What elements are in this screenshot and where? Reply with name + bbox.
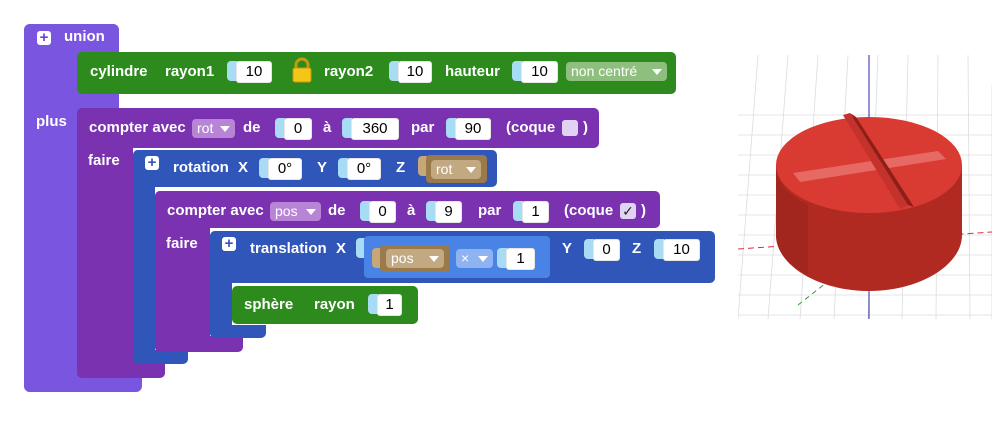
red-cylinder — [776, 113, 962, 291]
rotation-body — [133, 150, 155, 364]
rotation-x-label: X — [238, 159, 249, 176]
outer-coque-checkbox[interactable] — [562, 120, 578, 136]
rayon1-socket — [227, 61, 237, 81]
rayon1-input[interactable]: 10 — [236, 61, 272, 83]
lock-icon[interactable] — [291, 57, 313, 83]
inner-coque-label: (coque — [564, 202, 614, 219]
translation-z-label: Z — [632, 240, 642, 257]
checkbox-icon[interactable]: ✓ — [620, 203, 636, 219]
inner-par-input[interactable]: 1 — [522, 201, 549, 223]
rotation-y-socket — [338, 158, 348, 178]
inner-de-socket — [360, 201, 370, 221]
inner-loop-block[interactable] — [155, 191, 660, 228]
translation-x-socket — [356, 238, 366, 258]
inner-a-input[interactable]: 9 — [435, 201, 462, 223]
outer-par-socket — [446, 118, 456, 138]
rotation-z-socket — [418, 156, 428, 176]
hauteur-label: hauteur — [445, 63, 501, 80]
union-block-foot — [24, 378, 142, 392]
rayon1-label: rayon1 — [165, 63, 215, 80]
outer-loop-variable-dropdown[interactable]: rot — [192, 119, 235, 138]
inner-loop-variable-dropdown[interactable]: pos — [270, 202, 321, 221]
hauteur-input[interactable]: 10 — [521, 61, 558, 83]
outer-par-input[interactable]: 90 — [455, 118, 491, 140]
inner-de-label: de — [328, 202, 346, 219]
translation-y-socket — [584, 239, 594, 259]
rotation-x-socket — [259, 158, 269, 178]
outer-loop-body — [77, 108, 133, 378]
multiply-right-socket — [497, 248, 507, 268]
inner-a-socket — [426, 201, 436, 221]
outer-par-label: par — [411, 119, 435, 136]
sphere-rayon-socket — [368, 294, 378, 314]
translation-body — [210, 231, 232, 338]
plus-icon[interactable]: + — [145, 155, 159, 170]
outer-de-input[interactable]: 0 — [284, 118, 312, 140]
inner-loop-foot — [155, 336, 243, 352]
translation-z-socket — [654, 239, 664, 259]
union-label: union — [64, 28, 105, 45]
rotation-label: rotation — [173, 159, 229, 176]
sphere-label: sphère — [244, 296, 294, 313]
inner-faire-label: faire — [166, 235, 198, 252]
3d-scene — [738, 55, 992, 319]
outer-a-input[interactable]: 360 — [351, 118, 399, 140]
outer-de-socket — [275, 118, 285, 138]
inner-loop-body — [155, 191, 210, 352]
outer-coque-label: (coque — [506, 119, 556, 136]
translation-label: translation — [250, 240, 327, 257]
inner-de-input[interactable]: 0 — [369, 201, 396, 223]
translation-foot — [210, 325, 266, 338]
rayon2-input[interactable]: 10 — [398, 61, 432, 83]
plus-icon[interactable]: + — [222, 236, 236, 251]
translation-y-input[interactable]: 0 — [593, 239, 620, 261]
outer-de-label: de — [243, 119, 261, 136]
outer-loop-block[interactable] — [77, 108, 599, 148]
rotation-z-label: Z — [396, 159, 406, 176]
rayon2-socket — [389, 61, 399, 81]
plus-icon[interactable]: + — [37, 30, 51, 45]
sphere-rayon-input[interactable]: 1 — [377, 294, 402, 316]
outer-faire-label: faire — [88, 152, 120, 169]
multiply-operator-dropdown[interactable]: × — [456, 249, 493, 268]
multiply-right-input[interactable]: 1 — [506, 248, 535, 270]
translation-x-label: X — [336, 240, 347, 257]
rotation-x-input[interactable]: 0° — [268, 158, 302, 180]
outer-coque-close: ) — [583, 119, 588, 136]
translation-x-variable-dropdown[interactable]: pos — [386, 249, 444, 268]
rotation-foot — [133, 350, 188, 364]
inner-loop-label: compter avec — [167, 202, 264, 219]
cylinder-label: cylindre — [90, 63, 148, 80]
outer-loop-label: compter avec — [89, 119, 186, 136]
outer-a-label: à — [323, 119, 332, 136]
inner-par-socket — [513, 201, 523, 221]
translation-y-label: Y — [562, 240, 573, 257]
inner-par-label: par — [478, 202, 502, 219]
inner-a-label: à — [407, 202, 416, 219]
outer-a-socket — [342, 118, 352, 138]
inner-coque-close: ) — [641, 202, 646, 219]
rotation-y-label: Y — [317, 159, 328, 176]
multiply-left-socket — [372, 248, 382, 268]
sphere-rayon-label: rayon — [314, 296, 355, 313]
rotation-y-input[interactable]: 0° — [347, 158, 381, 180]
hauteur-socket — [512, 61, 522, 81]
rotation-z-variable-dropdown[interactable]: rot — [431, 160, 481, 179]
translation-z-input[interactable]: 10 — [663, 239, 700, 261]
3d-preview-viewport[interactable] — [738, 55, 992, 319]
rayon2-label: rayon2 — [324, 63, 374, 80]
center-dropdown[interactable]: non centré — [566, 62, 667, 81]
union-plus-label: plus — [36, 113, 67, 130]
